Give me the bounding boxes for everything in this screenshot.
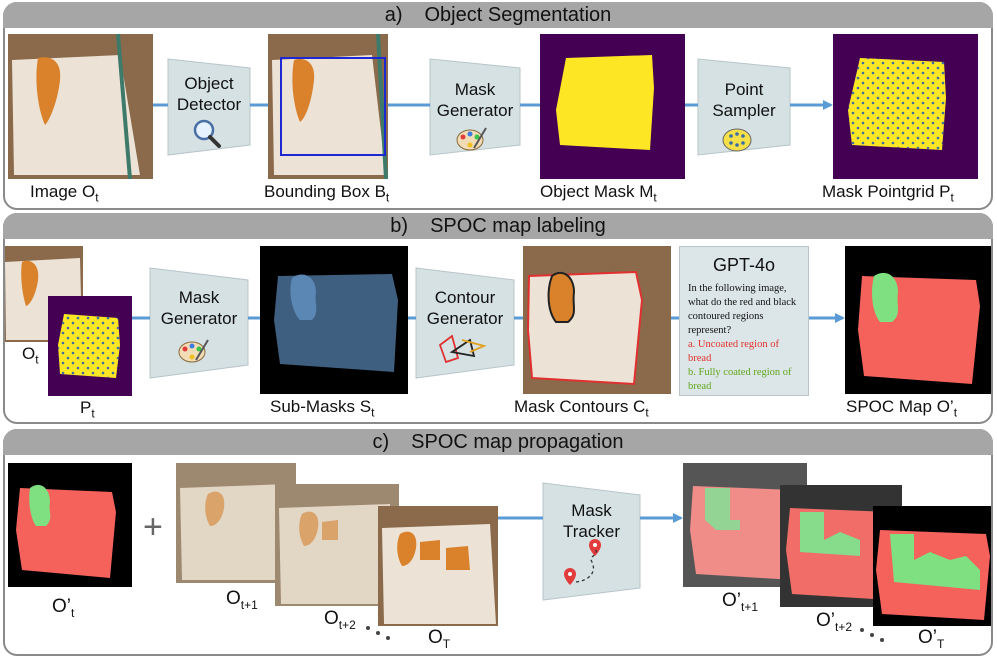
mask-contours-label: Mask Contours Ct [514, 397, 649, 420]
section-letter: a) [384, 4, 403, 26]
mask-generator-module-b [149, 267, 249, 379]
pt-label-b: Pt [80, 398, 95, 421]
ellipsis-dots [366, 626, 884, 642]
section-letter: b) [390, 215, 409, 237]
o-prime-t-image [8, 463, 132, 587]
section-title: Object Segmentation [424, 4, 612, 26]
pointgrid-small [48, 296, 132, 396]
plus-sign: + [143, 508, 163, 546]
gpt-question: In the following image, what do the red … [688, 283, 797, 336]
o-prime-t2-label: O’t+2 [816, 610, 853, 634]
contour-generator-module [415, 267, 515, 379]
image-ot-label: Image Ot [30, 182, 99, 205]
bounding-box-label: Bounding Box Bt [264, 182, 390, 205]
sub-masks-label: Sub-Masks St [270, 397, 375, 420]
gpt-prompt-box: GPT-4o In the following image, what do t… [679, 246, 809, 396]
bounding-box-rect [280, 57, 386, 156]
o-prime-t-label: O’t [52, 596, 75, 620]
spoc-map-image [845, 246, 993, 394]
mask-pointgrid-image [833, 34, 978, 179]
palette-icon [456, 127, 487, 151]
o-t2-label: Ot+2 [324, 608, 356, 632]
o-prime-t1-label: O’t+1 [722, 590, 759, 614]
gpt-title: GPT-4o [712, 255, 776, 275]
object-detector-module [167, 58, 251, 156]
section-title: SPOC map propagation [411, 431, 624, 453]
section-title: SPOC map labeling [430, 215, 606, 237]
sub-masks-image [260, 246, 408, 394]
mask-contours-photo [523, 246, 671, 394]
o-prime-T-label: O’T [918, 627, 945, 651]
magnifier-icon [193, 119, 221, 148]
object-mask-image [540, 34, 685, 179]
location-pin-icon [564, 539, 601, 585]
section-c-header: c) SPOC map propagation [3, 429, 993, 455]
o-T-label: OT [428, 627, 451, 651]
frame-T-photo [378, 506, 498, 626]
point-sampler-module [697, 58, 791, 156]
section-a-header: a) Object Segmentation [3, 2, 993, 28]
mask-generator-module-a [429, 58, 521, 156]
bounding-box-photo [268, 33, 388, 180]
point-grid-icon [722, 128, 752, 152]
section-letter: c) [372, 431, 390, 453]
gpt-answer-a: a. Uncoated region of bread [688, 339, 779, 364]
palette-icon [178, 339, 209, 363]
o-prime-T-image [873, 506, 993, 626]
gpt-answer-b: b. Fully coated region of bread [688, 367, 792, 392]
object-mask-label: Object Mask Mt [540, 182, 657, 205]
mask-pointgrid-label: Mask Pointgrid Pt [822, 182, 954, 205]
section-b-header: b) SPOC map labeling [3, 213, 993, 239]
contour-icon [438, 334, 487, 364]
ot-label-b: Ot [22, 344, 39, 367]
image-ot-photo [8, 33, 153, 180]
o-t1-label: Ot+1 [226, 588, 258, 612]
spoc-map-label: SPOC Map O’t [846, 397, 958, 420]
frame-t1-photo [176, 463, 296, 583]
